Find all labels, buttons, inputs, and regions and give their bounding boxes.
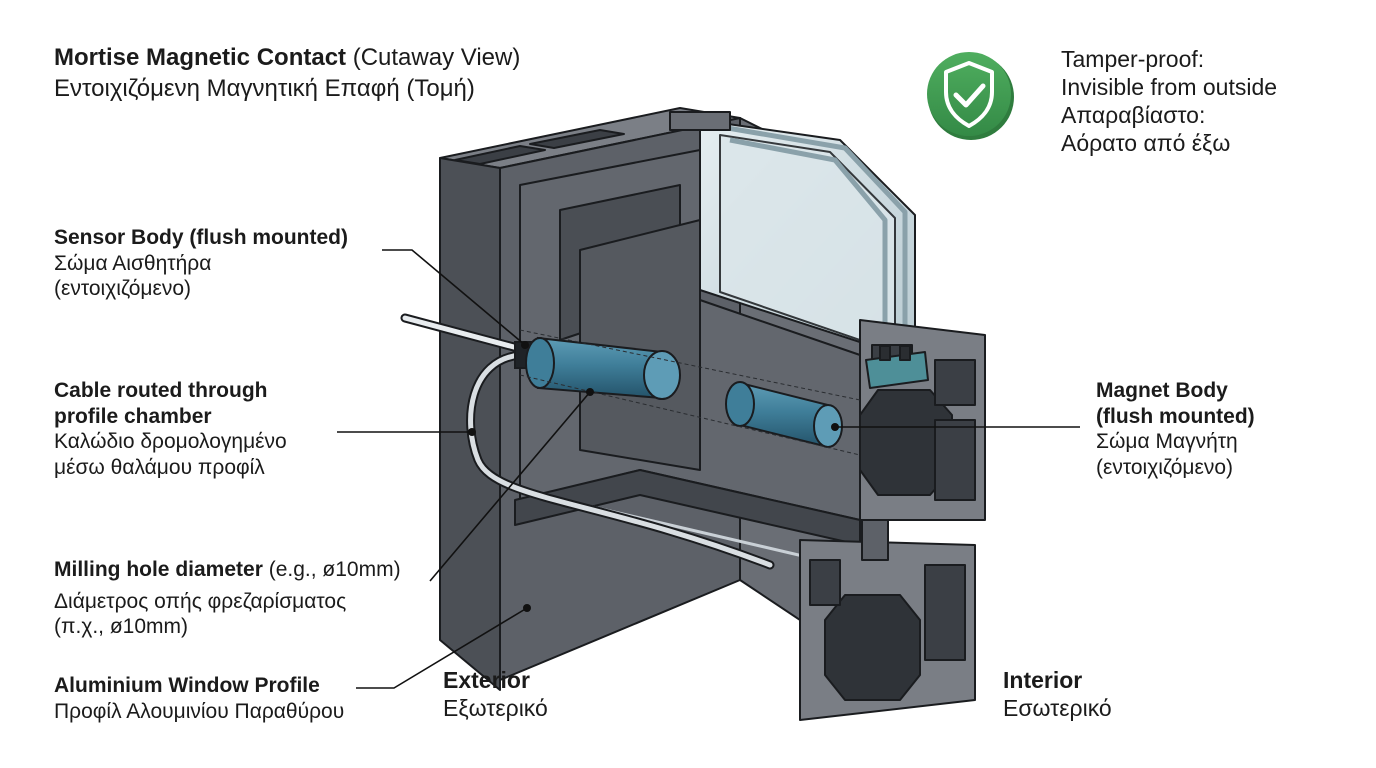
tamper-en-2: Invisible from outside — [1061, 74, 1278, 101]
leader-dot-profile — [523, 604, 531, 612]
profile-section-cut — [799, 319, 986, 721]
shield-check-icon — [927, 52, 1014, 140]
sensor-gr-1: Σώμα Αισθητήρα — [54, 251, 212, 275]
cable-en-2: profile chamber — [54, 404, 212, 428]
milling-gr-1: Διάμετρος οπής φρεζαρίσματος — [54, 589, 347, 613]
cable-en-1: Cable routed through — [54, 379, 268, 402]
magnet-en-1: Magnet Body — [1096, 379, 1228, 402]
interior-en: Interior — [1003, 667, 1083, 693]
leader-dots — [468, 341, 839, 612]
tamper-gr-1: Απαραβίαστο: — [1061, 102, 1206, 129]
sensor-en: Sensor Body (flush mounted) — [54, 226, 348, 249]
milling-gr-2: (π.χ., ø10mm) — [54, 615, 189, 639]
magnet-gr-2: (εντοιχιζόμενο) — [1096, 455, 1234, 479]
magnet-en-2: (flush mounted) — [1096, 404, 1255, 428]
leader-milling — [429, 391, 591, 582]
milling-en-bold: Milling hole diameter — [54, 558, 263, 581]
leader-dot-sensor — [521, 341, 529, 349]
exterior-label: Exterior Εξωτερικό — [443, 666, 548, 722]
page-title: Mortise Magnetic Contact (Cutaway View) … — [54, 42, 520, 104]
tamper-en-1: Tamper-proof: — [1061, 46, 1205, 72]
leader-profile — [356, 607, 528, 689]
profile-gr: Προφίλ Αλουμινίου Παραθύρου — [54, 699, 345, 723]
magnet-body-label: Magnet Body (flush mounted) Σώμα Μαγνήτη… — [1096, 378, 1255, 480]
leader-sensor — [382, 249, 526, 346]
title-en-rest: (Cutaway View) — [352, 44, 521, 71]
milling-guides — [519, 329, 861, 456]
cable-gr-2: μέσω θαλάμου προφίλ — [54, 455, 265, 479]
title-gr: Εντοιχιζόμενη Μαγνητική Επαφή (Τομή) — [54, 75, 475, 103]
tamper-gr-2: Αόρατο από έξω — [1061, 130, 1231, 157]
interior-gr: Εσωτερικό — [1003, 695, 1112, 722]
glass-unit — [669, 111, 916, 361]
milling-en-rest: (e.g., ø10mm) — [268, 558, 401, 581]
exterior-gr: Εξωτερικό — [443, 695, 548, 722]
leader-dot-cable — [468, 428, 476, 436]
milling-hole-label: Milling hole diameter (e.g., ø10mm) Διάμ… — [54, 557, 401, 640]
exterior-en: Exterior — [443, 667, 530, 693]
interior-label: Interior Εσωτερικό — [1003, 666, 1112, 722]
sensor-cable — [400, 313, 775, 570]
magnet-gr-1: Σώμα Μαγνήτη — [1096, 430, 1238, 454]
cable-label: Cable routed through profile chamber Καλ… — [54, 378, 287, 480]
sensor-gr-2: (εντοιχιζόμενο) — [54, 277, 192, 301]
cable-gr-1: Καλώδιο δρομολογημένο — [54, 430, 287, 454]
tamper-proof-note: Tamper-proof: Invisible from outside Απα… — [1061, 45, 1277, 157]
profile-en: Aluminium Window Profile — [54, 674, 320, 697]
title-en-bold: Mortise Magnetic Contact — [54, 44, 347, 71]
leader-lines — [337, 249, 1080, 689]
leader-dot-magnet — [831, 423, 839, 431]
sensor-body-label: Sensor Body (flush mounted) Σώμα Αισθητή… — [54, 225, 348, 302]
profile-label: Aluminium Window Profile Προφίλ Αλουμινί… — [54, 673, 344, 724]
leader-dot-milling — [586, 388, 594, 396]
